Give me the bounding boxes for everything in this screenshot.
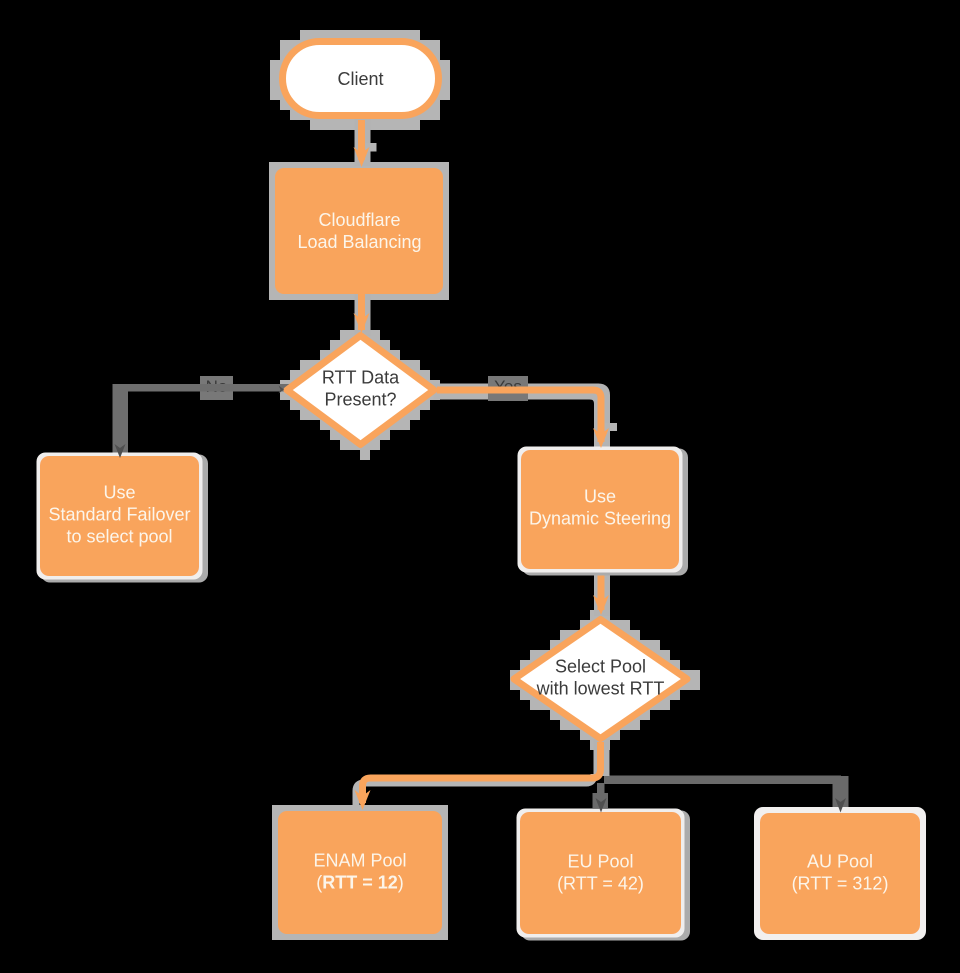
svg-text:Use: Use	[103, 483, 135, 503]
svg-text:ENAM Pool: ENAM Pool	[313, 851, 406, 871]
svg-text:Client: Client	[337, 69, 383, 89]
svg-text:(RTT = 12): (RTT = 12)	[316, 873, 404, 893]
svg-text:Use: Use	[584, 487, 616, 507]
svg-text:Present?: Present?	[324, 390, 396, 410]
svg-text:(RTT = 42): (RTT = 42)	[557, 874, 644, 894]
svg-text:Standard Failover: Standard Failover	[48, 505, 190, 525]
svg-text:EU Pool: EU Pool	[567, 852, 633, 872]
svg-text:Load Balancing: Load Balancing	[297, 232, 421, 252]
svg-text:with lowest RTT: with lowest RTT	[536, 679, 665, 699]
svg-text:AU Pool: AU Pool	[807, 852, 873, 872]
svg-text:RTT Data: RTT Data	[322, 368, 400, 388]
svg-text:(RTT = 312): (RTT = 312)	[792, 874, 889, 894]
svg-text:Cloudflare: Cloudflare	[318, 210, 400, 230]
svg-text:Select Pool: Select Pool	[555, 657, 646, 677]
svg-text:to select pool: to select pool	[66, 527, 172, 547]
svg-text:Dynamic Steering: Dynamic Steering	[529, 509, 671, 529]
